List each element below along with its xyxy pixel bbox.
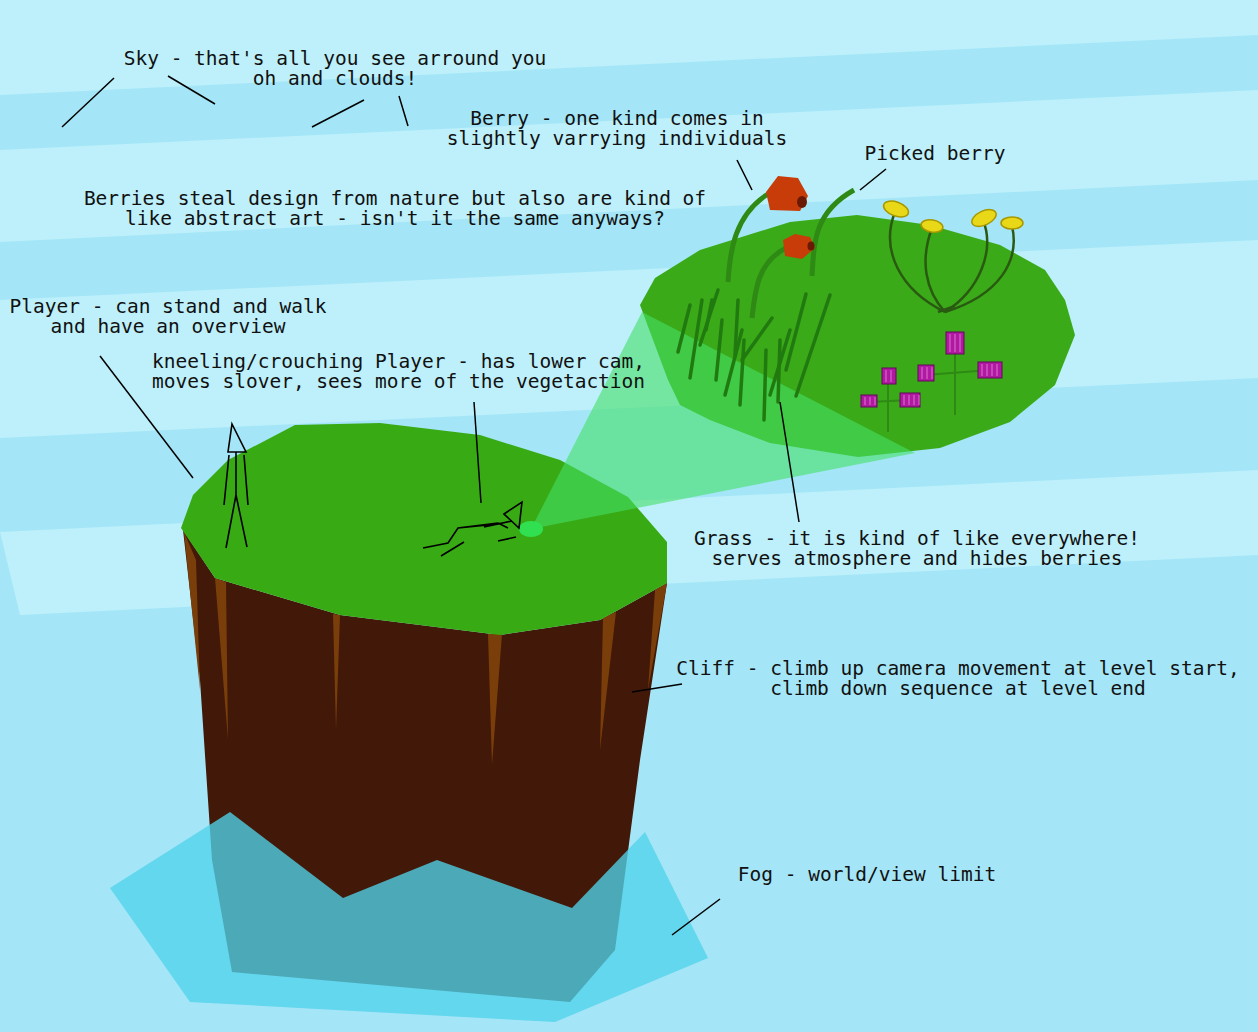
annotation-label: Picked berry <box>865 144 1006 164</box>
camera-dot <box>519 521 543 537</box>
standing-player <box>224 424 248 548</box>
leader-lines <box>62 76 886 935</box>
annotation-label: Grass - it is kind of like everywhere! s… <box>690 529 1143 569</box>
berry-plants <box>728 176 854 318</box>
annotation-label: Cliff - climb up camera movement at leve… <box>673 659 1244 699</box>
view-cone <box>531 312 915 529</box>
annotation-label: Sky - that's all you see arround you oh … <box>120 49 550 89</box>
fog <box>110 812 708 1022</box>
annotation-label: Berry - one kind comes in slightly varry… <box>443 109 791 149</box>
yellow-flowers <box>881 198 1023 312</box>
annotation-label: kneeling/crouching Player - has lower ca… <box>152 352 652 392</box>
berry <box>783 234 815 259</box>
purple-flowers <box>861 332 1002 432</box>
berry <box>766 176 808 211</box>
annotation-label: Fog - world/view limit <box>738 865 996 885</box>
annotation-label: Berries steal design from nature but als… <box>75 189 716 229</box>
annotation-label: Player - can stand and walk and have an … <box>6 297 330 337</box>
kneeling-player <box>423 502 522 556</box>
